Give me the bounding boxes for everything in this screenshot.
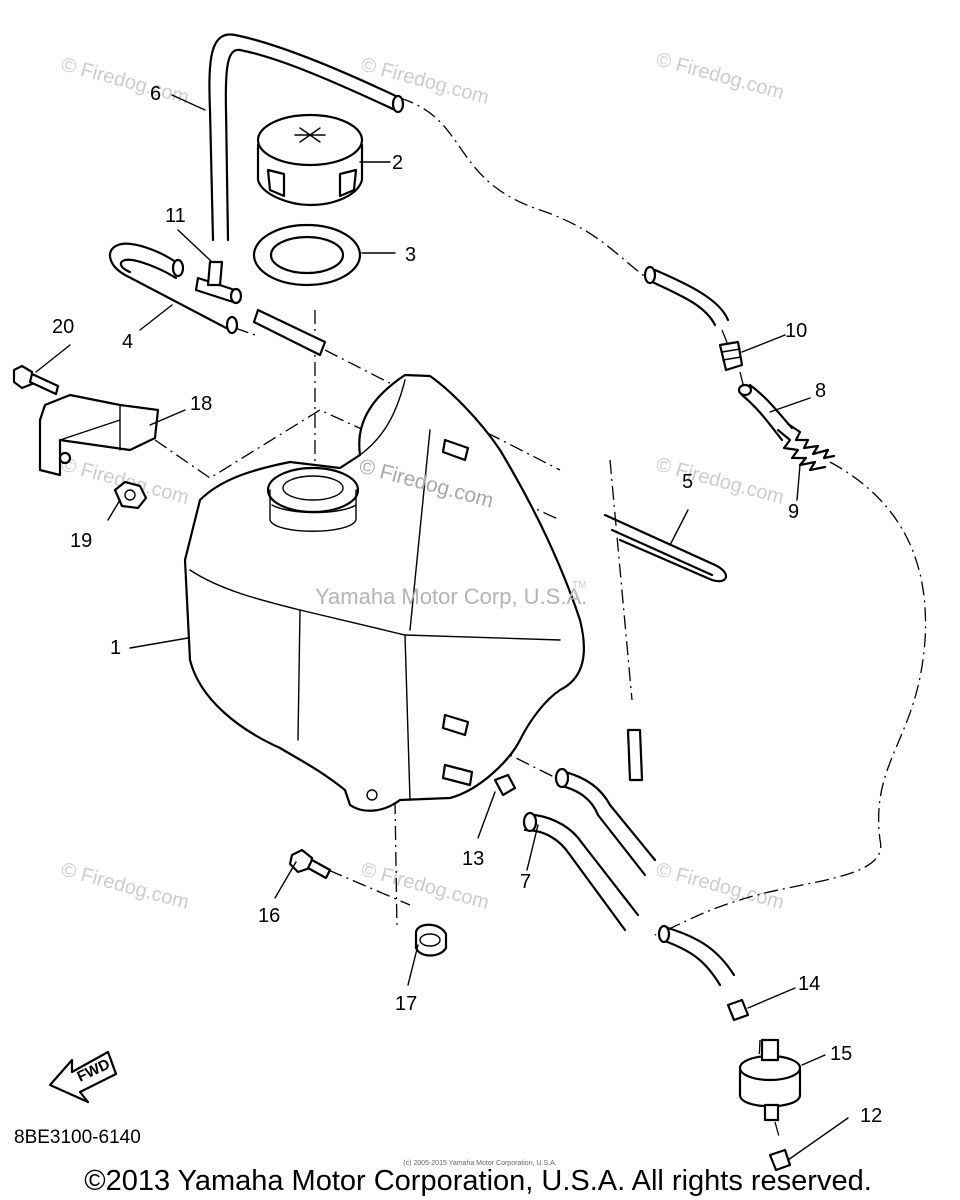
label-part-3: 3	[405, 244, 416, 266]
watermark: © Firedog.com	[59, 54, 192, 109]
label-part-4: 4	[122, 331, 133, 353]
bracket-18	[38, 393, 160, 477]
grommet-17	[414, 923, 448, 957]
hose-5	[603, 513, 727, 583]
drawing-code: 8BE3100-6140	[14, 1127, 141, 1148]
label-part-10: 10	[785, 320, 807, 342]
overflow-hose-4	[108, 242, 239, 335]
copyright-notice: ©2013 Yamaha Motor Corporation, U.S.A. A…	[84, 1165, 872, 1197]
trademark-mark: TM	[572, 580, 586, 591]
gasket-3	[252, 223, 362, 287]
label-part-14: 14	[798, 973, 820, 995]
short-hose	[252, 308, 327, 357]
watermark: © Firedog.com	[654, 454, 787, 509]
label-part-13: 13	[462, 848, 484, 870]
label-part-8: 8	[815, 380, 826, 402]
reservoir-tank-1	[183, 373, 585, 812]
bolt-16	[288, 848, 332, 880]
clip-12	[768, 1148, 792, 1172]
fitting-10	[718, 340, 744, 372]
label-part-18: 18	[190, 393, 212, 415]
watermark: © Firedog.com	[59, 859, 192, 914]
clip-13	[493, 773, 517, 797]
filter-15	[738, 1038, 802, 1122]
hose-7	[522, 767, 657, 932]
brand-mark: Yamaha Motor Corp, U.S.A.	[315, 584, 587, 609]
hose-8	[737, 383, 794, 442]
watermark: © Firedog.com	[654, 49, 787, 104]
label-part-5: 5	[682, 471, 693, 493]
hose-lower	[657, 924, 736, 987]
label-part-17: 17	[395, 993, 417, 1015]
label-part-20: 20	[52, 316, 74, 338]
fwd-arrow-icon: FWD	[48, 1050, 118, 1104]
label-part-11: 11	[165, 205, 186, 227]
label-part-9: 9	[788, 501, 799, 523]
vertical-hose	[626, 728, 644, 782]
tee-fitting-11	[194, 260, 243, 305]
leader-lines	[35, 94, 849, 1161]
spring-9	[776, 422, 836, 472]
watermark: © Firedog.com	[654, 859, 787, 914]
clip-14	[726, 998, 750, 1022]
part-number-labels: 1 2 3 4 5 6 7 8 9 10 11 12 13 14 15 16 1…	[52, 83, 882, 1127]
label-part-7: 7	[520, 871, 531, 893]
label-part-6: 6	[150, 83, 161, 105]
label-part-15: 15	[830, 1043, 852, 1065]
radiator-cap-2	[256, 113, 364, 207]
watermark: © Firedog.com	[359, 54, 492, 109]
bolt-20	[12, 364, 60, 396]
vent-hose-6	[208, 33, 405, 242]
label-part-1: 1	[110, 637, 121, 659]
label-part-12: 12	[860, 1105, 882, 1127]
label-part-19: 19	[70, 530, 92, 552]
fine-print: (c) 2005-2015 Yamaha Motor Corporation, …	[403, 1160, 556, 1167]
nut-19	[113, 480, 148, 510]
label-part-16: 16	[258, 905, 280, 927]
hose-segment-upper-right	[643, 265, 730, 327]
label-part-2: 2	[392, 152, 403, 174]
